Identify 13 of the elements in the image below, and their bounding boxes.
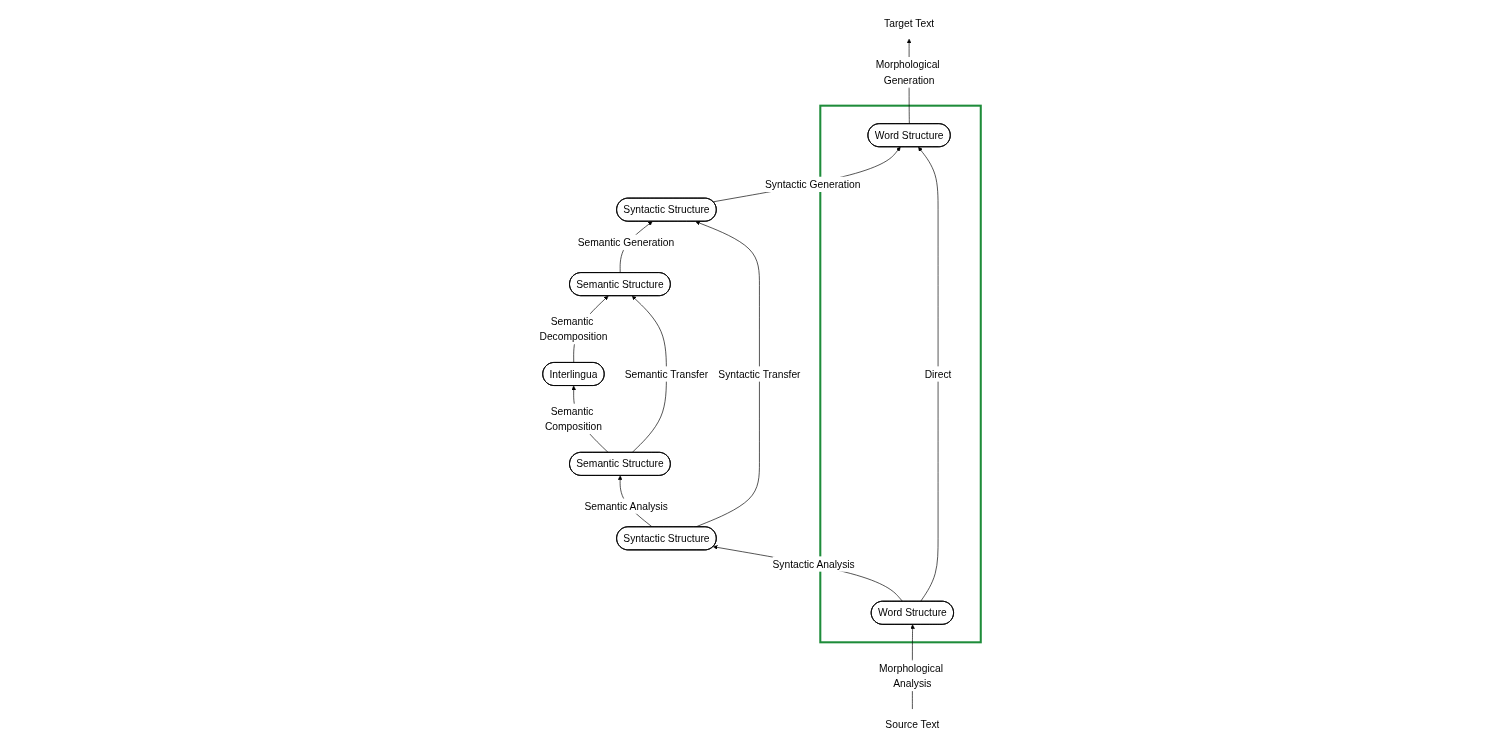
edge-label: Morphological Generation xyxy=(875,58,940,86)
edge-label: Semantic Composition xyxy=(544,405,603,432)
edge-label: Semantic Analysis xyxy=(584,499,668,512)
edge-label: Syntactic Generation xyxy=(765,178,861,190)
edge-label: Direct xyxy=(924,367,952,380)
edge-label: Semantic Decomposition xyxy=(539,315,608,342)
edge-label: Morphological Analysis xyxy=(879,661,943,689)
edge-label: Syntactic Analysis xyxy=(772,557,855,570)
edge-label: Syntactic Transfer xyxy=(718,367,801,380)
edge-label: Semantic Transfer xyxy=(624,367,709,380)
edge-label: Semantic Generation xyxy=(577,236,675,248)
node-text: Target Text xyxy=(884,17,935,29)
node-text: Source Text xyxy=(885,718,940,730)
